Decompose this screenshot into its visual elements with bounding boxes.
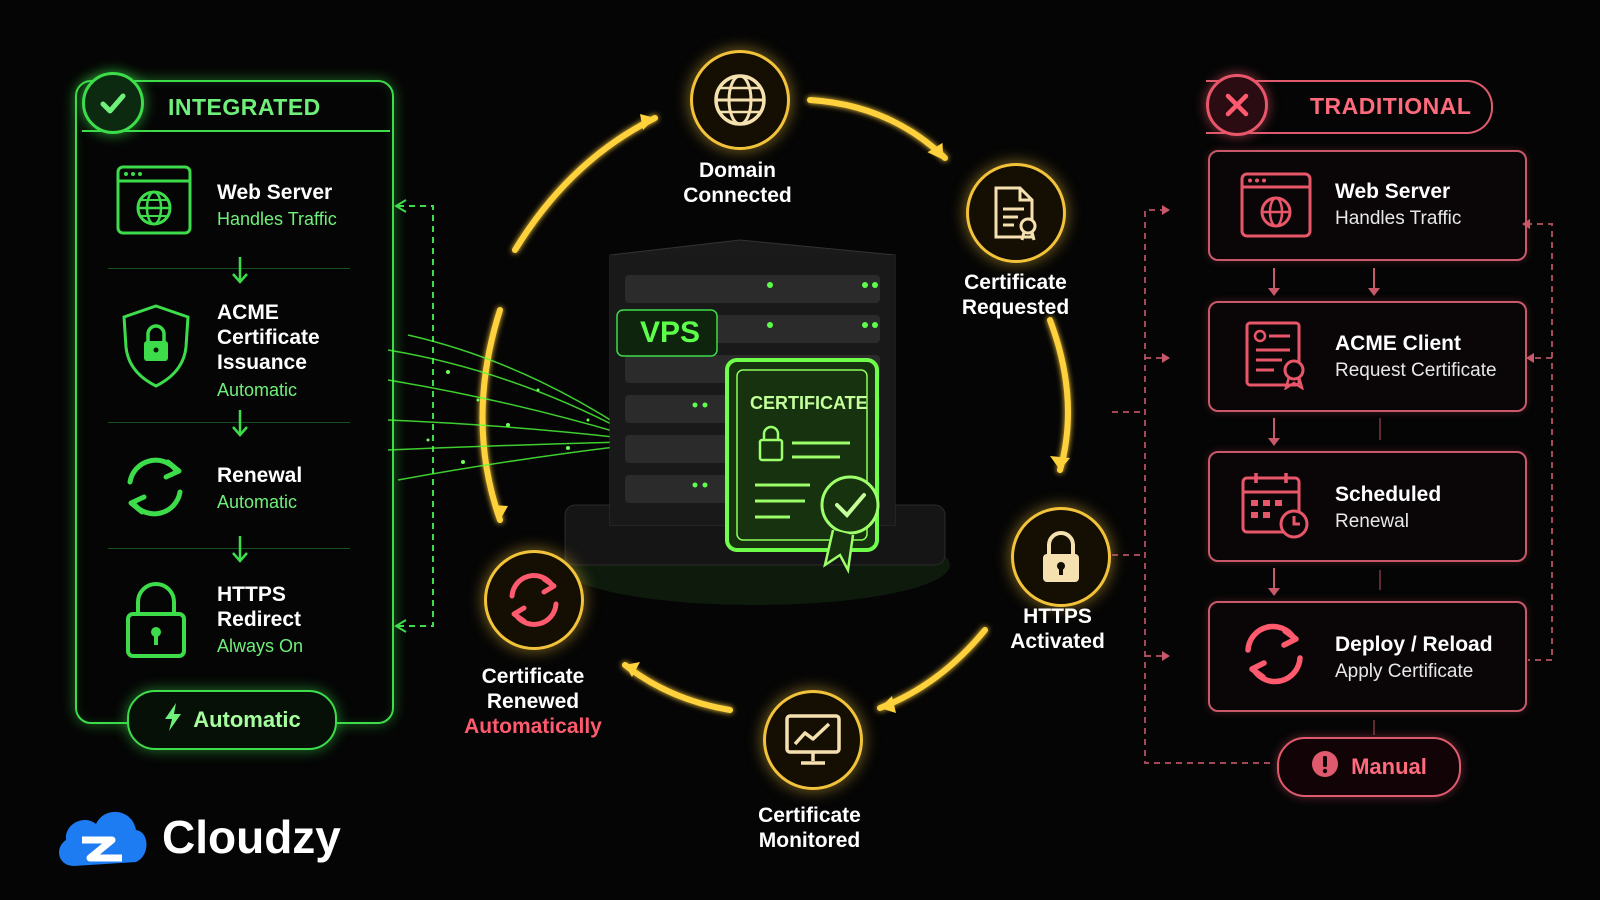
shield-lock-icon xyxy=(120,303,192,389)
divider xyxy=(108,548,350,549)
integrated-title: INTEGRATED xyxy=(168,94,321,120)
vps-label: VPS xyxy=(640,316,701,349)
traditional-step-sub: Apply Certificate xyxy=(1335,661,1474,682)
certificate-document-icon xyxy=(966,163,1066,263)
traditional-title: TRADITIONAL xyxy=(1310,93,1472,119)
traditional-connectors xyxy=(1090,190,1580,785)
node-label-line: Monitored xyxy=(758,829,861,852)
certificate-label: CERTIFICATE xyxy=(750,393,868,413)
padlock-icon xyxy=(1011,507,1111,607)
node-label-line: Certificate xyxy=(481,665,585,688)
arrow-down-icon xyxy=(230,257,250,290)
traditional-step-title: Web Server xyxy=(1335,180,1451,203)
node-label-line: HTTPS xyxy=(1023,605,1092,628)
refresh-icon xyxy=(1240,622,1308,691)
integrated-step-title: ACME Certificate Issuance xyxy=(217,301,320,374)
browser-globe-icon xyxy=(1240,172,1312,243)
check-icon xyxy=(82,72,144,134)
node-certificate-renewed: Certificate Renewed Automatically xyxy=(458,664,608,739)
node-label-line: Automatically xyxy=(464,715,602,738)
arrow-down-icon xyxy=(230,410,250,443)
manual-badge: Manual xyxy=(1277,737,1461,797)
cloudzy-logo-icon xyxy=(52,800,152,877)
automatic-badge-label: Automatic xyxy=(193,707,301,732)
manual-badge-label: Manual xyxy=(1351,754,1427,779)
traditional-step xyxy=(1208,451,1527,562)
document-badge-icon xyxy=(1244,320,1310,395)
cycle-ring xyxy=(440,70,1140,775)
browser-globe-icon xyxy=(116,165,192,235)
traditional-step-sub: Handles Traffic xyxy=(1335,208,1462,229)
traditional-step-title: Scheduled xyxy=(1335,483,1442,506)
integrated-step-sub: Always On xyxy=(217,636,304,656)
traditional-step-title: Deploy / Reload xyxy=(1335,633,1493,656)
traditional-step xyxy=(1208,150,1527,261)
integrated-step-sub: Automatic xyxy=(217,380,298,400)
node-domain-connected: Domain Connected xyxy=(665,158,810,208)
divider xyxy=(108,422,350,423)
traditional-step xyxy=(1208,601,1527,712)
close-icon xyxy=(1206,74,1268,136)
refresh-icon xyxy=(484,550,584,650)
node-certificate-requested: Certificate Requested xyxy=(943,270,1088,320)
integrated-step-sub: Handles Traffic xyxy=(217,209,337,229)
traditional-step-sub: Renewal xyxy=(1335,511,1409,532)
data-stream xyxy=(387,330,628,495)
monitor-chart-icon xyxy=(763,690,863,790)
traditional-step-sub: Request Certificate xyxy=(1335,360,1497,381)
node-label-line: Connected xyxy=(683,184,792,207)
traditional-step xyxy=(1208,301,1527,412)
node-label-line: Requested xyxy=(961,296,1070,319)
node-label-line: Certificate xyxy=(758,804,861,827)
vps-server xyxy=(555,235,955,620)
lightning-icon xyxy=(163,702,183,738)
padlock-icon xyxy=(124,580,188,660)
integrated-loop-connector xyxy=(390,190,450,645)
alert-icon xyxy=(1311,750,1339,784)
globe-icon xyxy=(690,50,790,150)
calendar-clock-icon xyxy=(1240,470,1312,547)
node-certificate-monitored: Certificate Monitored xyxy=(737,803,882,853)
integrated-header-divider xyxy=(82,130,390,132)
traditional-step-title: ACME Client xyxy=(1335,332,1461,355)
node-label-line: Activated xyxy=(1010,630,1105,653)
traditional-header xyxy=(1206,80,1493,134)
node-label-line: Domain xyxy=(698,159,776,182)
divider xyxy=(108,268,350,269)
integrated-step-title: Renewal xyxy=(217,464,303,487)
arrow-down-icon xyxy=(230,536,250,569)
node-https-activated: HTTPS Activated xyxy=(985,604,1130,654)
automatic-badge: Automatic xyxy=(127,690,337,750)
node-label-line: Certificate xyxy=(964,271,1067,294)
brand-name: Cloudzy xyxy=(162,811,341,863)
refresh-icon xyxy=(118,452,192,522)
node-label-line: Renewed xyxy=(486,690,580,713)
integrated-step-sub: Automatic xyxy=(217,492,298,512)
integrated-step-title: HTTPS Redirect xyxy=(217,583,302,631)
integrated-step-title: Web Server xyxy=(217,181,333,204)
